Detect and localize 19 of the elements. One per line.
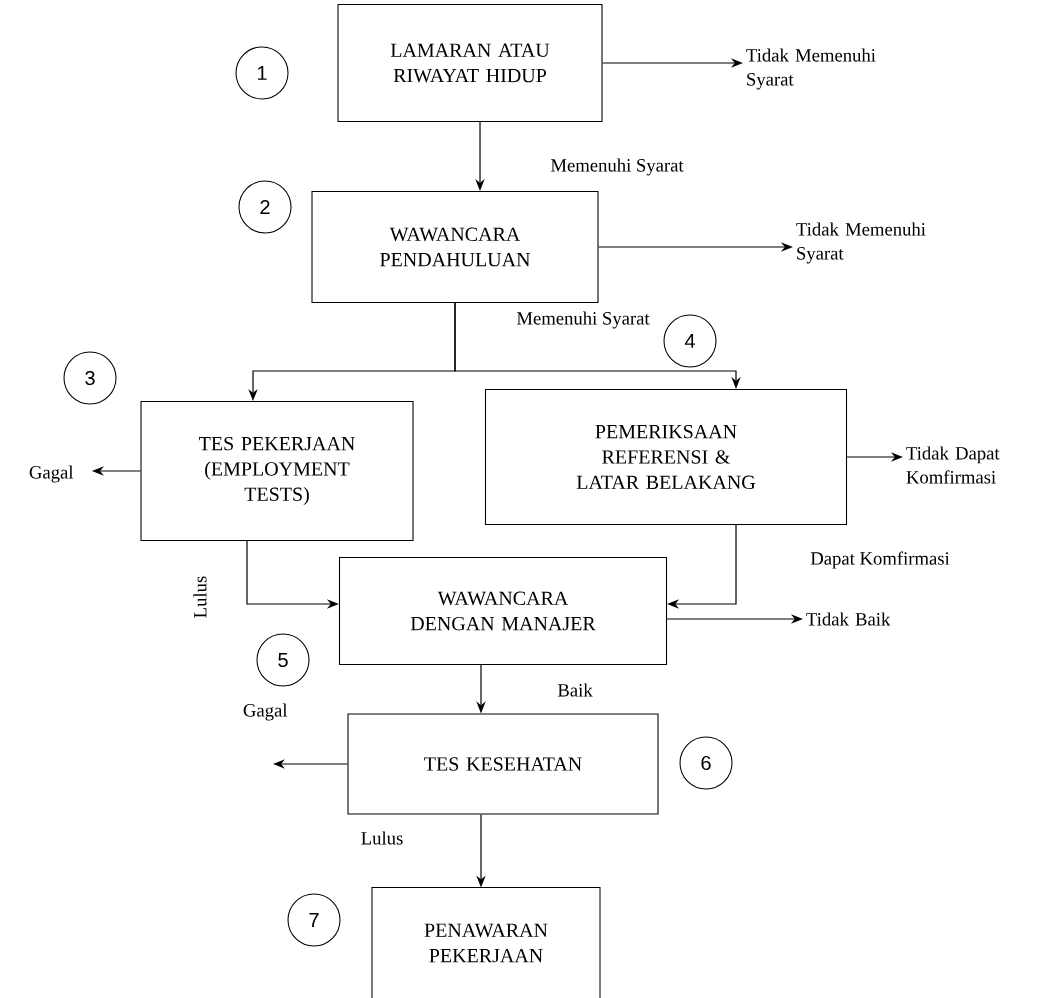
process-box: TES KESEHATAN — [347, 713, 659, 815]
process-box: TES PEKERJAAN (EMPLOYMENT TESTS) — [140, 400, 414, 542]
outcome-text: Tidak Dapat Komfirmasi — [906, 446, 1000, 484]
process-box: LAMARAN ATAU RIWAYAT HIDUP — [337, 3, 603, 123]
outcome-text: Tidak Memenuhi Syarat — [746, 48, 876, 90]
process-box: PEMERIKSAAN REFERENSI & LATAR BELAKANG — [484, 388, 848, 526]
outcome-text: Tidak Baik — [806, 612, 891, 626]
process-box: PENAWARAN PEKERJAAN — [371, 886, 601, 998]
edge-label: Lulus — [193, 576, 207, 618]
edge-label: Baik — [557, 683, 593, 697]
edge-label: Dapat Komfirmasi — [810, 551, 950, 569]
process-box: WAWANCARA DENGAN MANAJER — [338, 556, 668, 666]
edge-label: Lulus — [361, 831, 403, 845]
edge-label: Memenuhi Syarat — [550, 158, 684, 176]
edge-label: Memenuhi Syarat — [516, 311, 650, 329]
process-box: WAWANCARA PENDAHULUAN — [311, 190, 599, 304]
outcome-text: Tidak Memenuhi Syarat — [796, 222, 926, 264]
outcome-text: Gagal — [29, 465, 74, 483]
outcome-text: Gagal — [243, 703, 288, 721]
